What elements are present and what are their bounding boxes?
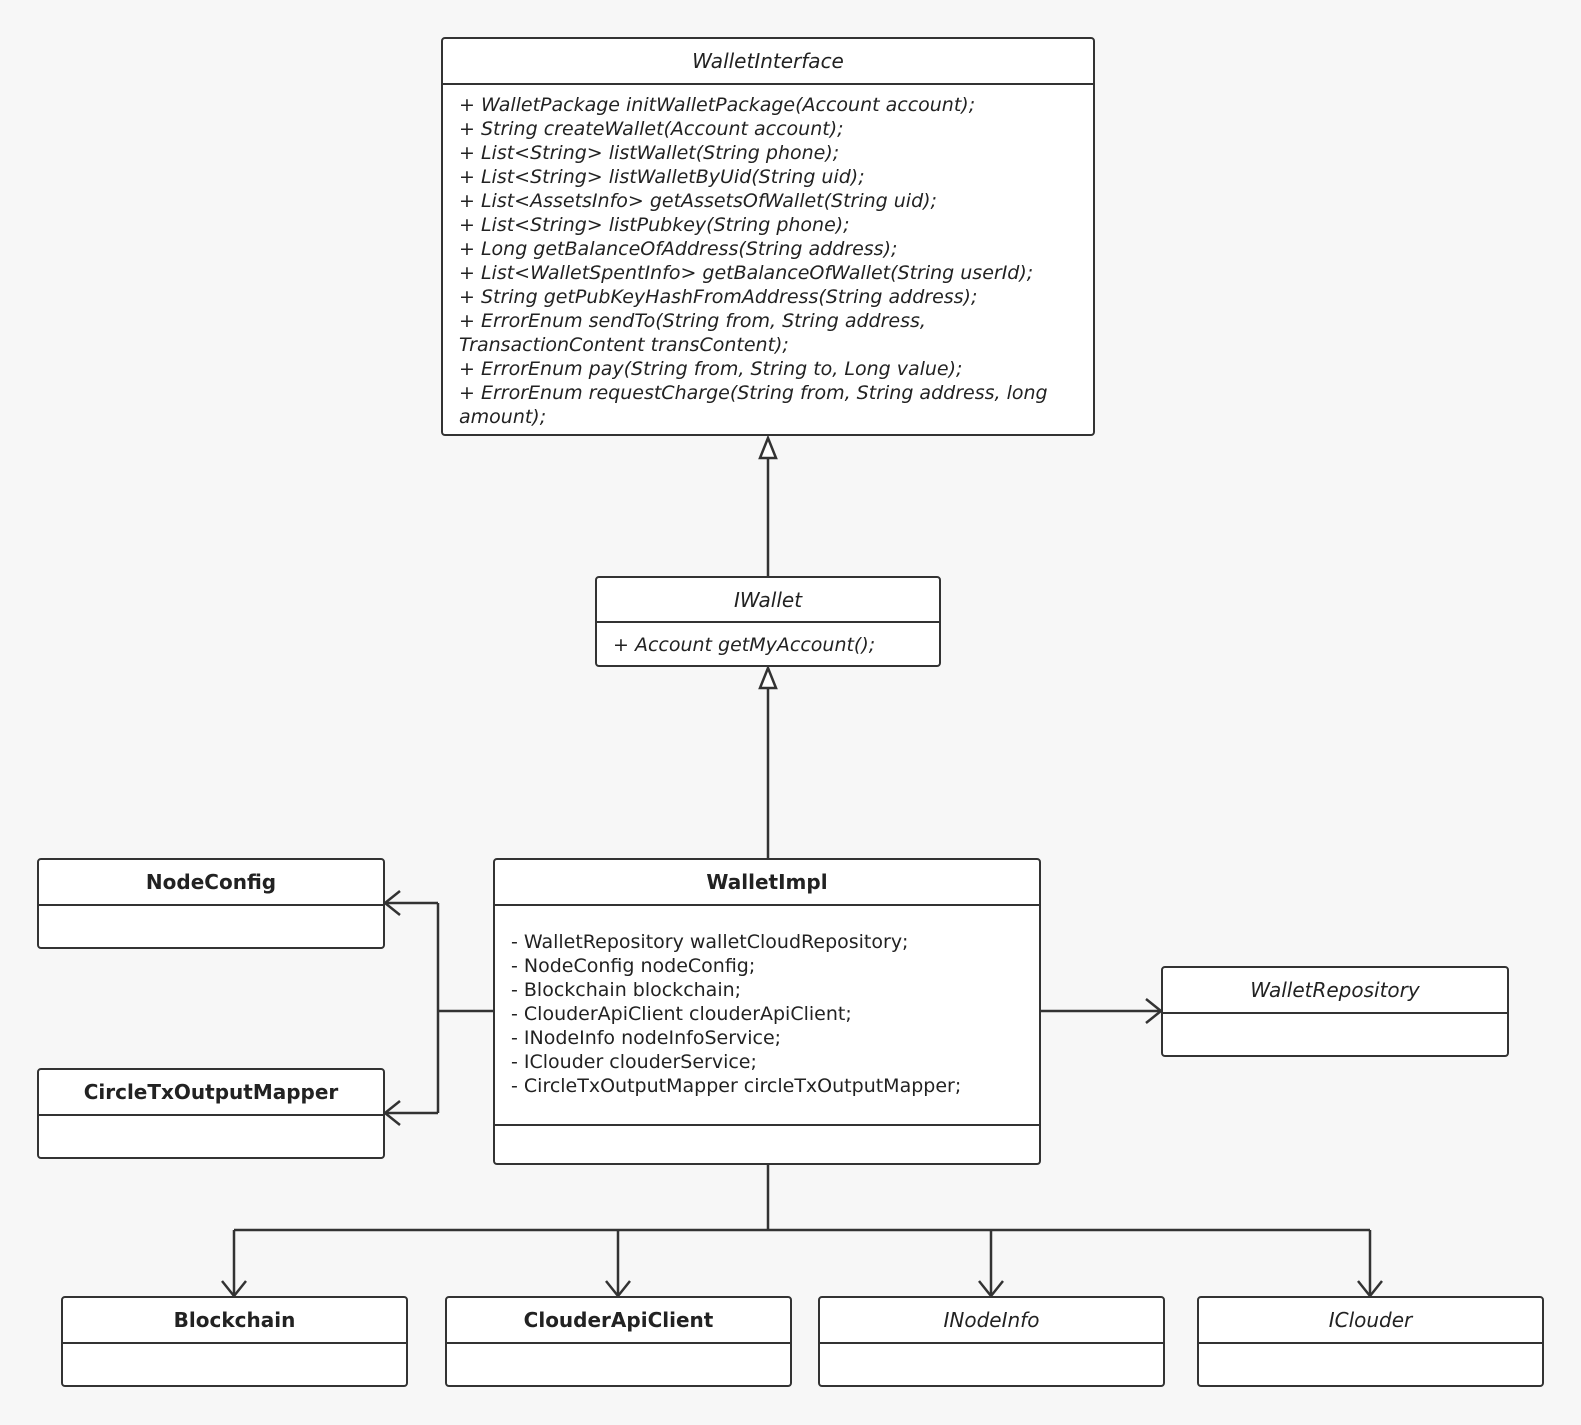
nodeconfig-arrow (382, 890, 401, 916)
method-line: + List<String> listWalletByUid(String ui… (459, 166, 865, 188)
field-line: - ClouderApiClient clouderApiClient; (511, 1003, 852, 1025)
circletxoutputmapper-arrow (382, 1100, 401, 1126)
inodeinfo-name: INodeInfo (820, 1298, 1163, 1344)
method-line: + List<WalletSpentInfo> getBalanceOfWall… (459, 262, 1034, 284)
field-line: - NodeConfig nodeConfig; (511, 955, 756, 977)
iwallet-name: IWallet (597, 578, 939, 623)
method-line: + Account getMyAccount(); (613, 634, 876, 656)
method-line: + ErrorEnum sendTo(String from, String a… (459, 310, 926, 332)
walletimpl-fields: - WalletRepository walletCloudRepository… (495, 906, 1039, 1124)
iwallet-class[interactable]: IWallet + Account getMyAccount(); (595, 576, 941, 667)
iwallet-generalization-arrow (758, 664, 778, 690)
method-line: amount); (459, 406, 547, 428)
blockchain-class[interactable]: Blockchain (61, 1296, 408, 1387)
nodeconfig-class[interactable]: NodeConfig (37, 858, 385, 949)
walletinterface-methods: + WalletPackage initWalletPackage(Accoun… (443, 85, 1093, 429)
walletimpl-class[interactable]: WalletImpl - WalletRepository walletClou… (493, 858, 1041, 1165)
clouderapiclient-class[interactable]: ClouderApiClient (445, 1296, 792, 1387)
walletinterface-class[interactable]: WalletInterface + WalletPackage initWall… (441, 37, 1095, 436)
iclouder-class[interactable]: IClouder (1197, 1296, 1544, 1387)
method-line: TransactionContent transContent); (459, 334, 789, 356)
method-line: + List<String> listPubkey(String phone); (459, 214, 850, 236)
field-line: - Blockchain blockchain; (511, 979, 742, 1001)
walletrepository-class[interactable]: WalletRepository (1161, 966, 1509, 1057)
method-line: + String createWallet(Account account); (459, 118, 844, 140)
method-line: + ErrorEnum pay(String from, String to, … (459, 358, 963, 380)
clouderapiclient-name: ClouderApiClient (447, 1298, 790, 1344)
blockchain-name: Blockchain (63, 1298, 406, 1344)
field-line: - CircleTxOutputMapper circleTxOutputMap… (511, 1075, 962, 1097)
iclouder-name: IClouder (1199, 1298, 1542, 1344)
walletimpl-operations (495, 1124, 1039, 1126)
walletinterface-generalization-arrow (758, 434, 778, 460)
field-line: - WalletRepository walletCloudRepository… (511, 931, 909, 953)
method-line: + ErrorEnum requestCharge(String from, S… (459, 382, 1048, 404)
nodeconfig-name: NodeConfig (39, 860, 383, 906)
field-line: - INodeInfo nodeInfoService; (511, 1027, 782, 1049)
walletinterface-name: WalletInterface (443, 39, 1093, 85)
method-line: + List<AssetsInfo> getAssetsOfWallet(Str… (459, 190, 937, 212)
walletimpl-name: WalletImpl (495, 860, 1039, 906)
method-line: + String getPubKeyHashFromAddress(String… (459, 286, 978, 308)
method-line: + WalletPackage initWalletPackage(Accoun… (459, 94, 976, 116)
iwallet-methods: + Account getMyAccount(); (597, 623, 939, 657)
circletxoutputmapper-name: CircleTxOutputMapper (39, 1070, 383, 1116)
method-line: + Long getBalanceOfAddress(String addres… (459, 238, 898, 260)
walletrepository-name: WalletRepository (1163, 968, 1507, 1014)
method-line: + List<String> listWallet(String phone); (459, 142, 840, 164)
field-line: - IClouder clouderService; (511, 1051, 757, 1073)
circletxoutputmapper-class[interactable]: CircleTxOutputMapper (37, 1068, 385, 1159)
inodeinfo-class[interactable]: INodeInfo (818, 1296, 1165, 1387)
